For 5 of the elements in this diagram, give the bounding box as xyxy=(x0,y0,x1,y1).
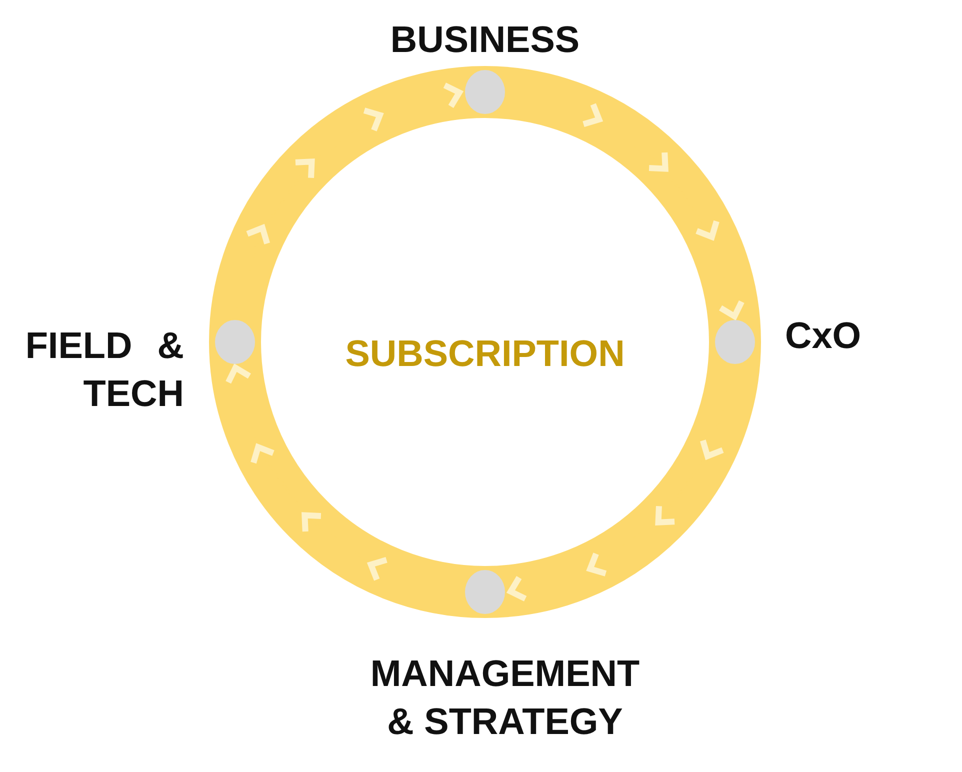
node-label: BUSINESS xyxy=(390,19,580,60)
node-label: FIELD & TECH xyxy=(25,325,184,414)
center-title: SUBSCRIPTION xyxy=(345,333,625,375)
node-label: MANAGEMENT & STRATEGY xyxy=(370,653,640,742)
node-label: CxO xyxy=(785,315,862,356)
